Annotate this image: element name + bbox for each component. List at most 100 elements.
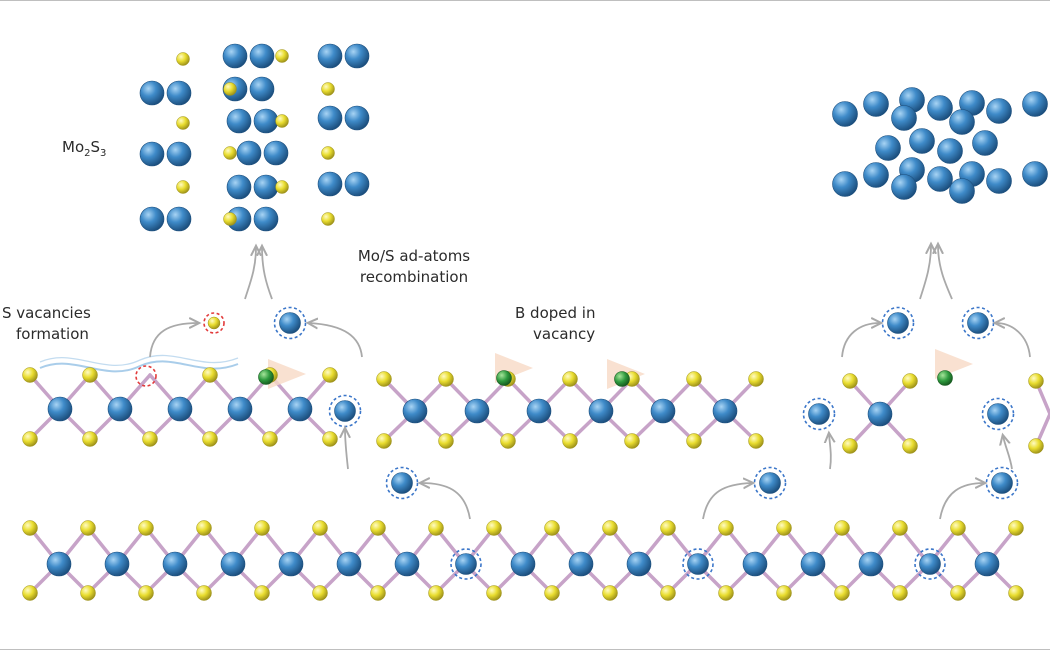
mo-atom (263, 140, 289, 166)
s-atom (202, 367, 218, 383)
s-atom (1008, 520, 1024, 536)
mo-atom (336, 551, 362, 577)
process-arrow (149, 323, 198, 358)
mo-atom (588, 398, 614, 424)
mo-atom (334, 400, 356, 422)
mo-atom (937, 138, 963, 164)
s-atom (842, 438, 858, 454)
s-atom (902, 373, 918, 389)
mo-adatom-halo (753, 466, 787, 500)
mo-atom (867, 401, 893, 427)
mo-atom (927, 166, 953, 192)
mo-atom (967, 312, 989, 334)
process-arrow (938, 245, 953, 300)
mo-atom (167, 396, 193, 422)
s-atom (544, 520, 560, 536)
s-atom (602, 585, 618, 601)
mo-atom (394, 551, 420, 577)
mo-atom (278, 551, 304, 577)
s-atom (223, 212, 237, 226)
s-atom (892, 585, 908, 601)
released-s-vacancy (203, 312, 225, 334)
mo-adatom-halo (802, 397, 836, 431)
process-arrow (829, 434, 831, 470)
s-atom (902, 438, 918, 454)
mo-atom (391, 472, 413, 494)
s-atom (262, 431, 278, 447)
mo-atom (858, 551, 884, 577)
s-atom (370, 585, 386, 601)
s-atom (207, 316, 221, 330)
mo-atom (226, 108, 252, 134)
mo-atom (919, 553, 941, 575)
mo-atom (139, 206, 165, 232)
mo-atom (227, 396, 253, 422)
process-arrow (919, 245, 931, 300)
s-atom (196, 585, 212, 601)
atom-layer (22, 43, 1048, 601)
mo-atom (317, 105, 343, 131)
mo-atom (287, 396, 313, 422)
mo-atom (104, 551, 130, 577)
s-atom (842, 373, 858, 389)
mo-atom (987, 403, 1009, 425)
process-arrow (421, 483, 471, 520)
s-atom (686, 433, 702, 449)
mo-atom (909, 128, 935, 154)
s-atom (176, 116, 190, 130)
s-atom (80, 585, 96, 601)
mo-atom (742, 551, 768, 577)
s-atom (312, 585, 328, 601)
s-atom (834, 585, 850, 601)
mo-atom (891, 174, 917, 200)
s-atom (718, 520, 734, 536)
s-atom (138, 585, 154, 601)
process-arrow (1003, 436, 1013, 470)
mo-atom (139, 141, 165, 167)
mo-atom (253, 174, 279, 200)
s-atom (486, 520, 502, 536)
s-atom (321, 146, 335, 160)
s-atom (950, 520, 966, 536)
s-atom (223, 82, 237, 96)
b-dopant-atom (614, 371, 630, 387)
mo-adatom-halo (981, 397, 1015, 431)
mo-atom (317, 171, 343, 197)
s-atom (776, 520, 792, 536)
mo-atom (927, 95, 953, 121)
mo-atom (107, 396, 133, 422)
mo-atom (166, 141, 192, 167)
s-atom (486, 585, 502, 601)
process-arrow (939, 483, 984, 520)
mo-atom (344, 43, 370, 69)
s-atom (22, 367, 38, 383)
b-dopant-atom (496, 370, 512, 386)
s-atom (376, 371, 392, 387)
s-atom (142, 431, 158, 447)
s-atom (196, 520, 212, 536)
s-atom (660, 520, 676, 536)
mo-atom (249, 43, 275, 69)
s-atom (544, 585, 560, 601)
mo-atom (510, 551, 536, 577)
s-atom (138, 520, 154, 536)
s-atom (223, 146, 237, 160)
mo-atom (991, 472, 1013, 494)
s-atom (376, 433, 392, 449)
mo-atom (887, 312, 909, 334)
mo-atom (986, 168, 1012, 194)
s-atom (254, 585, 270, 601)
s-atom (776, 585, 792, 601)
s-atom (202, 431, 218, 447)
process-arrow (996, 323, 1031, 358)
mo-atom (236, 140, 262, 166)
process-arrow (262, 247, 273, 300)
mo-atom (972, 130, 998, 156)
mo-atom (759, 472, 781, 494)
mo-atom (344, 171, 370, 197)
s-atom (562, 433, 578, 449)
b-dopant-atom (258, 369, 274, 385)
s-atom (624, 433, 640, 449)
